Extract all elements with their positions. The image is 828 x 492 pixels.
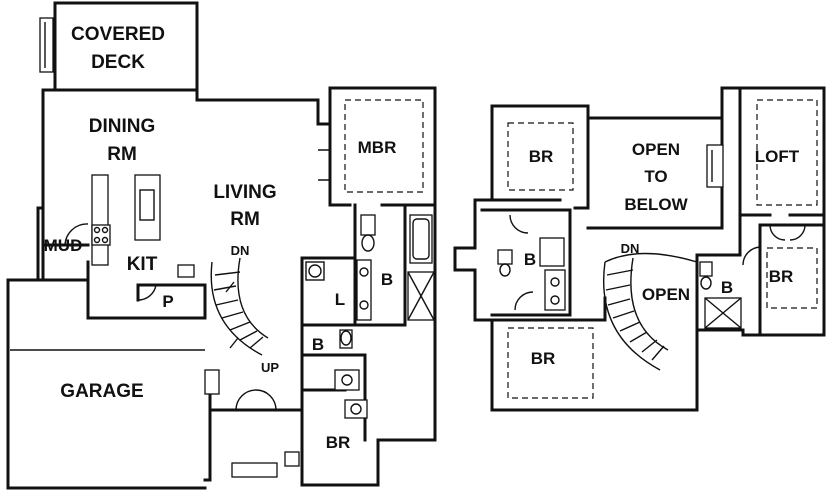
label-garage: GARAGE	[60, 381, 143, 402]
label-bath-center: B	[524, 250, 536, 269]
label-pantry: P	[162, 292, 173, 311]
label-laundry: L	[335, 290, 345, 309]
kitchen-range	[91, 224, 111, 246]
second-floor-plan	[453, 86, 826, 412]
kitchen-counter	[91, 174, 109, 266]
small-bath-sink	[334, 369, 360, 391]
covered-deck-walls	[53, 1, 199, 92]
porch-step	[231, 462, 278, 478]
label-mud: MUD	[44, 236, 83, 255]
label-br-bottom-left: BR	[531, 349, 556, 368]
label-dining-2: RM	[107, 144, 137, 165]
mbr-tray-ceiling	[344, 99, 424, 193]
label-covered-deck-2: DECK	[91, 52, 145, 73]
master-toilet	[360, 214, 376, 236]
label-bath-small: B	[312, 335, 324, 354]
label-open: OPEN	[642, 285, 690, 304]
loft-ceiling	[756, 99, 818, 206]
deck-fireplace	[39, 17, 54, 73]
label-br-right: BR	[769, 267, 794, 286]
label-living-1: LIVING	[213, 182, 276, 203]
first-floor-plan	[6, 1, 437, 490]
center-bath-toilet	[497, 249, 513, 265]
label-bath-master: B	[381, 270, 393, 289]
entry-closet	[204, 369, 220, 395]
label-bath-right: B	[721, 278, 733, 297]
label-open-to-below-1: OPEN	[632, 140, 680, 159]
master-vanity	[356, 259, 372, 321]
br-right-ceiling	[766, 247, 818, 309]
label-open-to-below-3: BELOW	[624, 195, 688, 214]
label-stair-dn-2: DN	[621, 241, 640, 256]
br-top-left-ceiling	[507, 122, 574, 191]
label-mbr: MBR	[358, 138, 397, 157]
second-floor-outer-walls	[453, 86, 826, 412]
label-stair-up: UP	[261, 360, 279, 375]
label-loft: LOFT	[755, 147, 800, 166]
second-floor-curved-stair	[603, 257, 669, 371]
label-dining-1: DINING	[89, 116, 156, 137]
label-stair-dn: DN	[231, 243, 250, 258]
label-covered-deck-1: COVERED	[71, 24, 165, 45]
loft-railing-opening	[706, 144, 724, 188]
center-bath-tub	[539, 237, 565, 267]
right-bath-toilet	[699, 261, 713, 277]
br-closet-sink	[344, 399, 368, 419]
mbr-walls	[328, 122, 437, 207]
kitchen-island	[134, 174, 161, 241]
label-br-top-left: BR	[529, 147, 554, 166]
master-tub	[409, 214, 433, 264]
label-living-2: RM	[230, 209, 260, 230]
label-kit: KIT	[127, 254, 158, 275]
br-bottom-left-ceiling	[507, 327, 594, 399]
label-open-to-below-2: TO	[644, 167, 667, 186]
label-bedroom: BR	[326, 433, 351, 452]
center-bath-vanity	[544, 269, 566, 311]
